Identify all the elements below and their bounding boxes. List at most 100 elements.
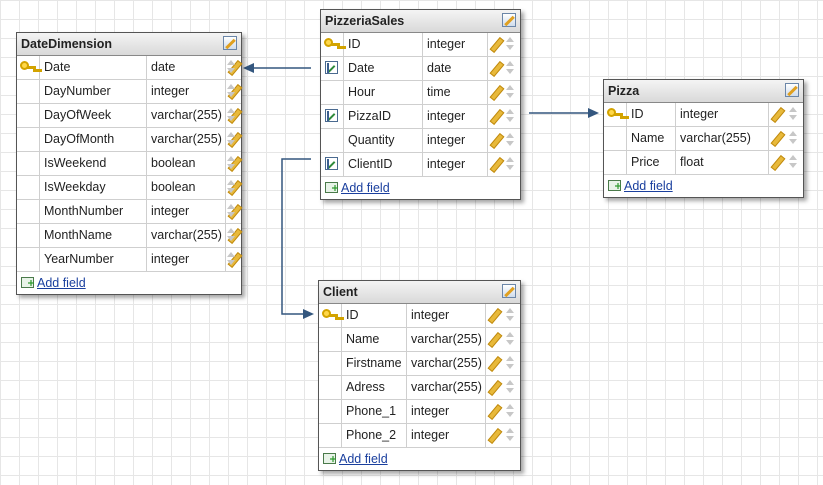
field-actions: [488, 105, 520, 128]
field-name: Name: [627, 127, 676, 150]
edit-table-icon[interactable]: [223, 36, 237, 50]
field-actions: [486, 376, 520, 399]
pencil-icon[interactable]: [489, 60, 505, 78]
reorder-arrows-icon[interactable]: [506, 109, 515, 123]
add-field-link[interactable]: Add field: [37, 276, 86, 290]
reorder-arrows-icon[interactable]: [506, 157, 515, 171]
primary-key-icon: [324, 37, 340, 51]
add-field-icon[interactable]: [325, 182, 338, 193]
reorder-arrows-icon[interactable]: [789, 155, 798, 169]
pencil-icon[interactable]: [487, 403, 503, 421]
add-field-row: Add field: [319, 448, 520, 470]
field-actions: [226, 152, 243, 175]
pencil-icon[interactable]: [489, 132, 505, 150]
field-type: date: [147, 56, 226, 79]
field-key-cell: [321, 33, 344, 56]
reorder-arrows-icon[interactable]: [789, 107, 798, 121]
pencil-icon[interactable]: [489, 84, 505, 102]
pencil-icon[interactable]: [770, 154, 786, 172]
reorder-arrows-icon[interactable]: [789, 131, 798, 145]
field-key-cell: [17, 128, 40, 151]
field-key-cell: [17, 248, 40, 271]
table-header[interactable]: Client: [319, 281, 520, 304]
pencil-icon[interactable]: [487, 307, 503, 325]
add-field-link[interactable]: Add field: [341, 181, 390, 195]
field-actions: [488, 129, 520, 152]
reorder-arrows-icon[interactable]: [506, 308, 515, 322]
pencil-icon[interactable]: [489, 36, 505, 54]
field-type: integer: [423, 153, 488, 176]
pencil-icon[interactable]: [487, 355, 503, 373]
reorder-arrows-icon[interactable]: [227, 204, 236, 218]
table-header[interactable]: Pizza: [604, 80, 803, 103]
add-field-icon[interactable]: [608, 180, 621, 191]
add-field-icon[interactable]: [21, 277, 34, 288]
add-field-icon[interactable]: [323, 453, 336, 464]
reorder-arrows-icon[interactable]: [227, 228, 236, 242]
field-actions: [226, 56, 243, 79]
reorder-arrows-icon[interactable]: [506, 85, 515, 99]
pencil-icon[interactable]: [770, 130, 786, 148]
reorder-arrows-icon[interactable]: [506, 428, 515, 442]
field-type: integer: [423, 33, 488, 56]
table-header[interactable]: PizzeriaSales: [321, 10, 520, 33]
pencil-icon[interactable]: [487, 427, 503, 445]
pencil-icon[interactable]: [487, 331, 503, 349]
reorder-arrows-icon[interactable]: [227, 252, 236, 266]
reorder-arrows-icon[interactable]: [506, 356, 515, 370]
reorder-arrows-icon[interactable]: [227, 156, 236, 170]
table-header[interactable]: DateDimension: [17, 33, 241, 56]
reorder-arrows-icon[interactable]: [227, 84, 236, 98]
edit-table-icon[interactable]: [785, 83, 799, 97]
reorder-arrows-icon[interactable]: [227, 132, 236, 146]
edit-table-icon[interactable]: [502, 284, 516, 298]
reorder-arrows-icon[interactable]: [506, 37, 515, 51]
field-type: integer: [147, 248, 226, 271]
add-field-link[interactable]: Add field: [624, 179, 673, 193]
reorder-arrows-icon[interactable]: [506, 380, 515, 394]
reorder-arrows-icon[interactable]: [506, 61, 515, 75]
pencil-icon[interactable]: [487, 379, 503, 397]
reorder-arrows-icon[interactable]: [506, 404, 515, 418]
edit-table-icon[interactable]: [502, 13, 516, 27]
table-title: Client: [323, 285, 358, 299]
table-title: DateDimension: [21, 37, 112, 51]
pencil-icon[interactable]: [489, 156, 505, 174]
reorder-arrows-icon[interactable]: [506, 133, 515, 147]
reorder-arrows-icon[interactable]: [227, 180, 236, 194]
reorder-arrows-icon[interactable]: [227, 108, 236, 122]
pencil-icon[interactable]: [489, 108, 505, 126]
reorder-arrows-icon[interactable]: [227, 60, 236, 74]
pencil-icon[interactable]: [770, 106, 786, 124]
add-field-link[interactable]: Add field: [339, 452, 388, 466]
reorder-arrows-icon[interactable]: [506, 332, 515, 346]
